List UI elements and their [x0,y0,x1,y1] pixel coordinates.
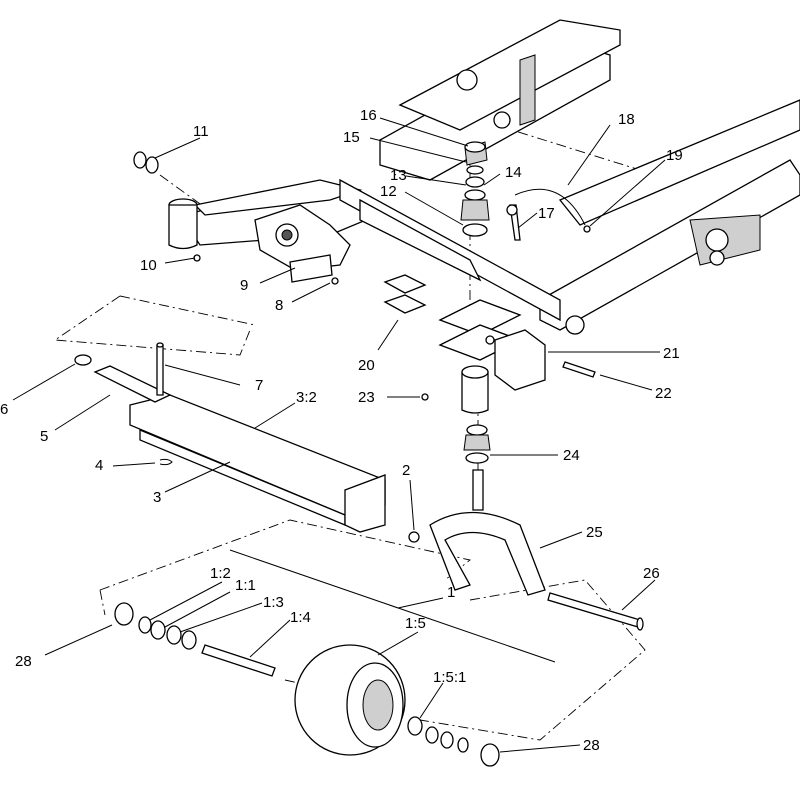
callout-17: 17 [538,205,555,222]
callout-16: 16 [360,107,377,124]
callout-18: 18 [618,111,635,128]
main-frame [168,19,800,391]
callout-labels: 11 10 9 8 16 15 13 14 12 17 18 19 20 21 … [0,107,683,754]
callout-13: 13 [390,167,407,184]
callout-12: 12 [380,183,397,200]
callout-14: 14 [505,164,522,181]
callout-4: 4 [95,457,103,474]
callout-1-4: 1:4 [290,609,311,626]
caster-fork [408,511,546,596]
callout-20: 20 [358,357,375,374]
callout-5: 5 [40,428,48,445]
callout-22: 22 [655,385,672,402]
axle-beam [74,342,386,533]
callout-21: 21 [663,345,680,362]
callout-26: 26 [643,565,660,582]
wheel-assembly [114,602,500,767]
callout-1-1: 1:1 [235,577,256,594]
callout-9: 9 [240,277,248,294]
callout-25: 25 [586,524,603,541]
callout-10: 10 [140,257,157,274]
caster-spindle [461,365,491,511]
callout-6: 6 [0,401,8,418]
callout-2: 2 [402,462,410,479]
callout-1-5: 1:5 [405,615,426,632]
washers-11 [133,151,159,174]
hairpin-and-cable [506,188,591,241]
callout-11: 11 [193,123,209,140]
callout-19: 19 [666,147,683,164]
callout-1-3: 1:3 [263,594,284,611]
callout-1-5-1: 1:5:1 [433,669,466,686]
callout-24: 24 [563,447,580,464]
callout-8: 8 [275,297,283,314]
shims [383,274,427,314]
callout-15: 15 [343,129,360,146]
spindle-bearing-stack [460,141,490,237]
callout-28-right: 28 [583,737,600,754]
callout-1-2: 1:2 [210,565,231,582]
callout-3-2: 3:2 [296,389,317,406]
callout-28-left: 28 [15,653,32,670]
bolts-upper [193,254,596,401]
callout-3: 3 [153,489,161,506]
axle-bolt [547,592,644,631]
callout-23: 23 [358,389,375,406]
leader-lines [12,117,666,753]
callout-1: 1 [447,584,455,601]
callout-7: 7 [255,377,263,394]
